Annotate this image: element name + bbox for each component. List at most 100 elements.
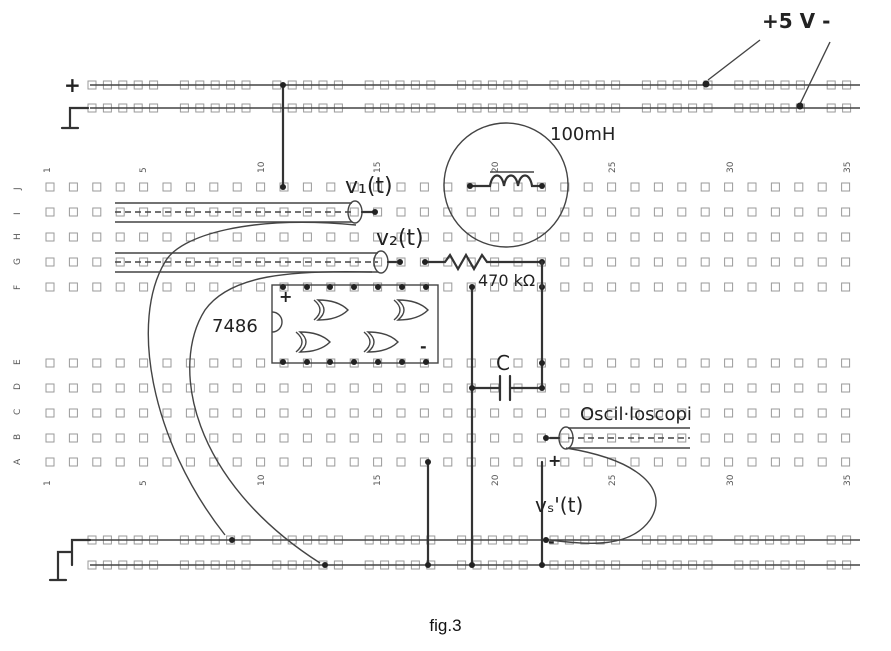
breadboard-hole (490, 282, 500, 292)
breadboard-hole (700, 457, 710, 467)
breadboard-hole (373, 383, 383, 393)
breadboard-hole (536, 207, 546, 217)
breadboard-hole (653, 282, 663, 292)
breadboard-hole (513, 358, 523, 368)
breadboard-hole (443, 232, 453, 242)
breadboard-hole (817, 457, 827, 467)
breadboard-hole (396, 457, 406, 467)
ic-pins (280, 284, 429, 365)
breadboard-hole (349, 457, 359, 467)
breadboard-hole (92, 232, 102, 242)
breadboard-hole (419, 383, 429, 393)
column-number: 15 (373, 162, 383, 173)
breadboard-hole (443, 182, 453, 192)
breadboard-hole (630, 257, 640, 267)
breadboard-hole (162, 232, 172, 242)
ic-plus-label: + (279, 287, 292, 306)
breadboard-hole (724, 358, 734, 368)
breadboard-hole (139, 408, 149, 418)
breadboard-hole (747, 383, 757, 393)
breadboard-hole (817, 408, 827, 418)
breadboard-hole (302, 182, 312, 192)
breadboard-hole (326, 282, 336, 292)
breadboard-hole (209, 433, 219, 443)
breadboard-hole (607, 182, 617, 192)
breadboard-hole (302, 383, 312, 393)
breadboard-hole (302, 408, 312, 418)
breadboard-hole (349, 182, 359, 192)
breadboard-hole (68, 358, 78, 368)
breadboard-hole (419, 207, 429, 217)
breadboard-hole (396, 408, 406, 418)
breadboard-hole (630, 182, 640, 192)
vs-label: vₛ'(t) (535, 493, 583, 517)
column-number: 5 (139, 480, 149, 486)
breadboard-hole (841, 457, 851, 467)
v1-label: v₁(t) (345, 174, 393, 199)
breadboard-hole (349, 433, 359, 443)
breadboard-hole (232, 457, 242, 467)
breadboard-hole (115, 408, 125, 418)
breadboard-hole (162, 282, 172, 292)
breadboard-hole (396, 383, 406, 393)
breadboard-hole (326, 232, 336, 242)
breadboard-hole (45, 282, 55, 292)
breadboard-hole (256, 232, 266, 242)
breadboard-hole (232, 358, 242, 368)
breadboard-hole (630, 232, 640, 242)
breadboard-hole (607, 282, 617, 292)
breadboard-hole (396, 182, 406, 192)
breadboard-hole (677, 232, 687, 242)
column-number: 35 (843, 475, 853, 486)
breadboard-hole (841, 282, 851, 292)
breadboard-hole (279, 457, 289, 467)
breadboard-hole (747, 282, 757, 292)
breadboard-hole (162, 358, 172, 368)
breadboard-hole (115, 282, 125, 292)
breadboard-hole (794, 433, 804, 443)
breadboard-hole (185, 408, 195, 418)
supply-label: +5 V - (762, 9, 830, 33)
breadboard-hole (162, 383, 172, 393)
breadboard-hole (490, 433, 500, 443)
breadboard-hole (770, 182, 780, 192)
breadboard-hole (45, 457, 55, 467)
breadboard-hole (770, 457, 780, 467)
breadboard-hole (513, 282, 523, 292)
breadboard-hole (630, 358, 640, 368)
breadboard-hole (279, 433, 289, 443)
column-numbers-top: 1 5 10 15 20 25 30 35 (43, 161, 853, 173)
oscilloscope-probe: Oscil·loscopi + - vₛ'(t) (535, 404, 692, 551)
breadboard-hole (607, 358, 617, 368)
breadboard-hole (700, 182, 710, 192)
breadboard-hole (817, 182, 827, 192)
ground-symbol (60, 106, 90, 130)
breadboard-hole (185, 182, 195, 192)
breadboard-hole (68, 457, 78, 467)
breadboard-hole (139, 358, 149, 368)
inductor-label: 100mH (550, 124, 615, 145)
row-letters-top: J I H G F (13, 187, 23, 290)
breadboard-hole (443, 282, 453, 292)
breadboard-hole (607, 232, 617, 242)
breadboard-hole (583, 408, 593, 418)
breadboard-hole (630, 207, 640, 217)
v2-label: v₂(t) (376, 226, 424, 251)
breadboard-hole (419, 408, 429, 418)
breadboard-hole (724, 383, 734, 393)
breadboard-hole (302, 257, 312, 267)
breadboard-hole (349, 207, 359, 217)
breadboard-hole (747, 457, 757, 467)
breadboard-hole (841, 358, 851, 368)
column-number: 30 (726, 161, 736, 173)
breadboard-hole (653, 182, 663, 192)
breadboard-hole (209, 358, 219, 368)
breadboard-hole (115, 358, 125, 368)
breadboard-hole (724, 207, 734, 217)
breadboard-hole (677, 433, 687, 443)
breadboard-hole (256, 433, 266, 443)
breadboard-hole (279, 383, 289, 393)
breadboard-hole (700, 358, 710, 368)
breadboard-hole (630, 457, 640, 467)
